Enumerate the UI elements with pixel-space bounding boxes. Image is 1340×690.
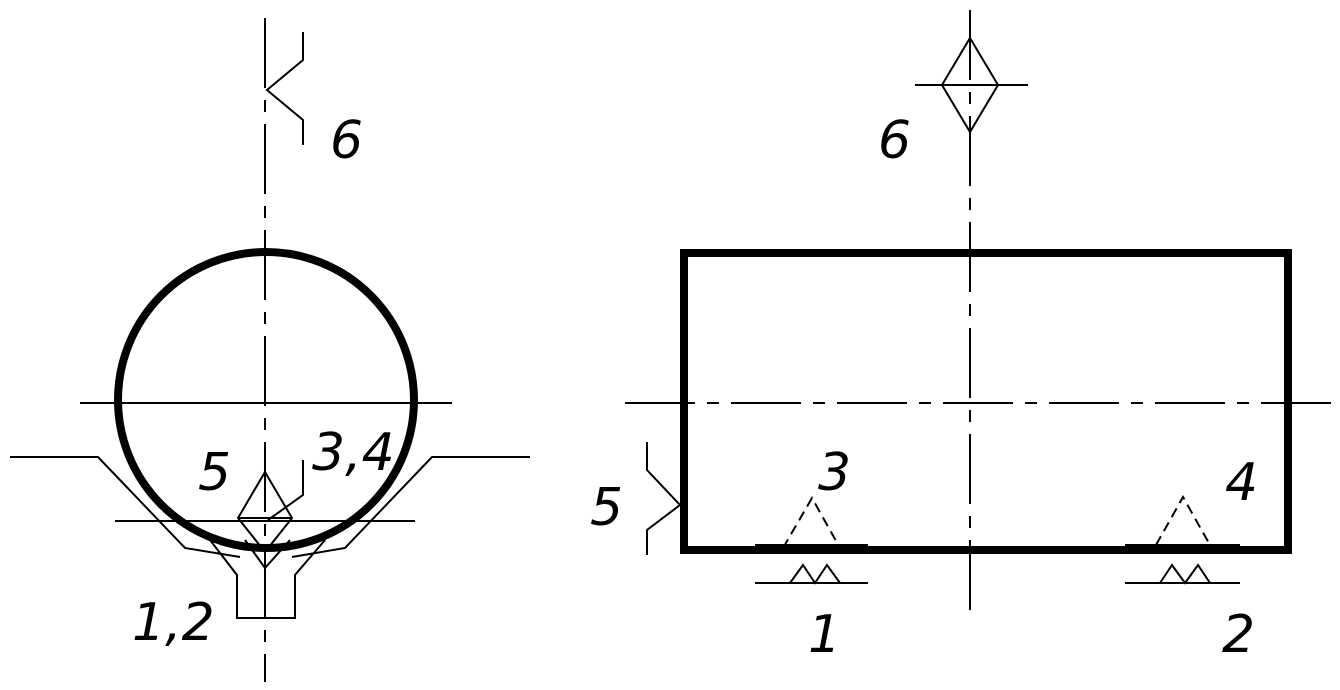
- part-rectangle: [680, 249, 1292, 554]
- left-view: [10, 18, 530, 682]
- datum-diamond-3-4: [236, 470, 294, 554]
- label-right-4: 4: [1225, 453, 1258, 513]
- label-left-5: 5: [198, 443, 231, 503]
- datum-5-mark: [646, 442, 682, 555]
- datum-3-triangle: [782, 495, 841, 549]
- leader-3-4: [267, 460, 304, 521]
- datum-6-diamond: [940, 36, 1000, 134]
- datum-2-zigzag: [1159, 563, 1211, 585]
- label-right-5: 5: [590, 478, 623, 538]
- label-right-3: 3: [818, 443, 851, 503]
- datum-1-zigzag: [789, 563, 841, 585]
- label-left-6: 6: [330, 111, 363, 171]
- datum-1-2-tip: [244, 539, 291, 570]
- label-left-3-4: 3,4: [312, 423, 395, 483]
- datum-6-mark: [265, 32, 304, 145]
- label-right-1: 1: [808, 605, 841, 665]
- label-right-6: 6: [878, 111, 911, 171]
- datum-4-triangle: [1155, 494, 1211, 546]
- right-view: [625, 10, 1332, 612]
- label-right-2: 2: [1222, 605, 1255, 665]
- label-left-1-2: 1,2: [132, 593, 215, 653]
- v-block-left: [10, 456, 241, 558]
- v-block-right: [291, 456, 530, 558]
- datum-1-2-support: [209, 539, 326, 619]
- part-circle: [114, 248, 418, 552]
